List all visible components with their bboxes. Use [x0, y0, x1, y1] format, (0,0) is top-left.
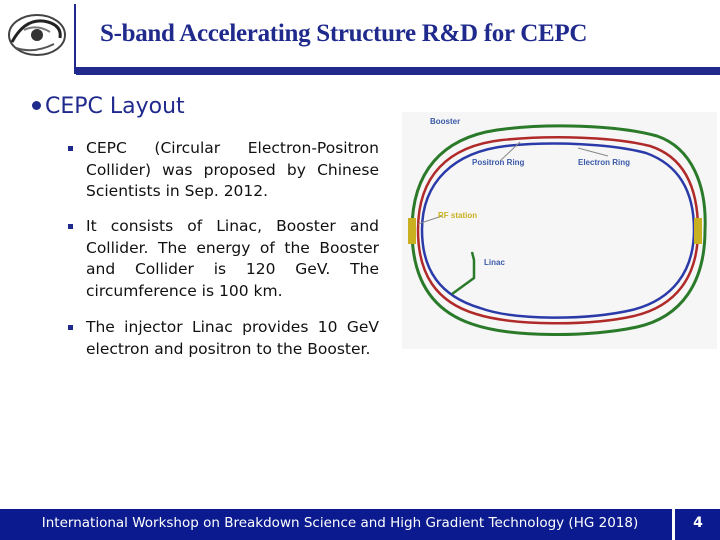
label-rf-station: RF station — [438, 211, 477, 220]
square-bullet-icon — [68, 325, 73, 330]
bullet-dot-icon — [32, 100, 41, 110]
footer-bar: International Workshop on Breakdown Scie… — [0, 509, 720, 540]
positron-pointer — [499, 141, 521, 162]
logo — [4, 8, 70, 62]
header-bar — [76, 67, 720, 75]
footer-text: International Workshop on Breakdown Scie… — [41, 515, 639, 531]
electron-pointer — [577, 147, 609, 157]
cepc-layout-diagram: Booster Positron Ring Electron Ring RF s… — [402, 112, 717, 349]
square-bullet-icon — [68, 146, 73, 151]
section-heading: CEPC Layout — [32, 94, 185, 119]
booster-ring — [410, 124, 707, 337]
electron-ring — [420, 142, 696, 319]
bullet-item-1: CEPC (Circular Electron-Positron Collide… — [68, 138, 379, 203]
rf-station-left — [408, 218, 416, 244]
institute-logo-icon — [4, 8, 70, 62]
header-vertical-rule — [74, 4, 76, 74]
label-positron-ring: Positron Ring — [472, 158, 525, 167]
rf-station-right — [694, 218, 702, 244]
footer-divider — [672, 509, 675, 540]
label-electron-ring: Electron Ring — [578, 158, 630, 167]
bullet-item-text: It consists of Linac, Booster and Collid… — [86, 217, 379, 300]
label-linac: Linac — [484, 258, 505, 267]
label-booster: Booster — [430, 117, 460, 126]
positron-ring — [416, 136, 700, 325]
linac-line — [451, 251, 476, 296]
ring-diagram: Booster Positron Ring Electron Ring RF s… — [408, 117, 707, 337]
square-bullet-icon — [68, 224, 73, 229]
bullet-item-text: CEPC (Circular Electron-Positron Collide… — [86, 139, 379, 200]
bullet-item-3: The injector Linac provides 10 GeV elect… — [68, 317, 379, 360]
bullet-item-2: It consists of Linac, Booster and Collid… — [68, 216, 379, 302]
section-heading-text: CEPC Layout — [45, 94, 185, 119]
page-number: 4 — [693, 515, 703, 531]
rf-pointer — [417, 215, 443, 225]
page-title: S-band Accelerating Structure R&D for CE… — [100, 20, 588, 47]
bullet-item-text: The injector Linac provides 10 GeV elect… — [86, 318, 379, 358]
